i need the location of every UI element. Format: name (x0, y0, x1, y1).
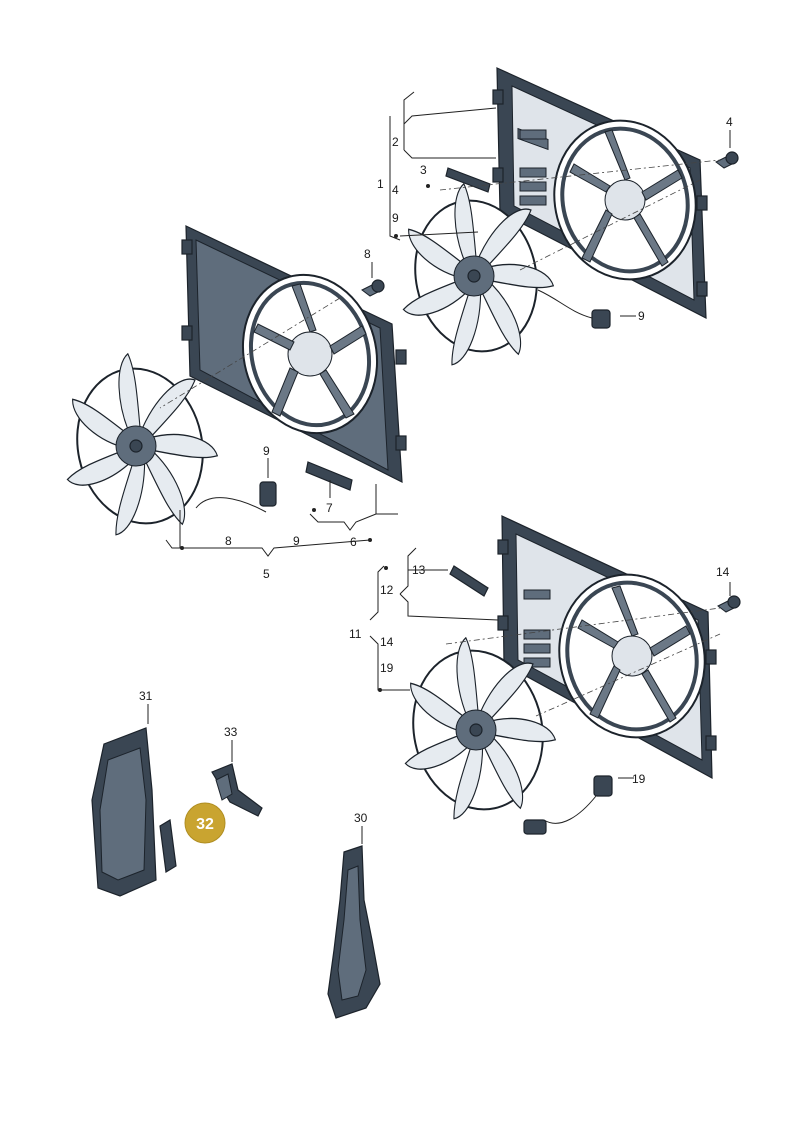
fan-shroud-top[interactable] (492, 67, 713, 320)
callout-8-bolt: 8 (364, 247, 371, 261)
callout-5: 5 (263, 567, 270, 581)
connector-middle[interactable] (259, 481, 277, 507)
callout-9-middle: 9 (263, 444, 270, 458)
fan-assembly-top-right: 1 2 3 4 4 9 9 (377, 67, 739, 367)
seal-strip-7[interactable] (305, 461, 353, 491)
callout-30: 30 (354, 811, 368, 825)
fan-shroud-lower[interactable] (497, 515, 723, 780)
fan-wheel-middle[interactable] (63, 352, 219, 537)
seal-strip-3[interactable] (445, 167, 491, 193)
callout-8-bracket: 8 (225, 534, 232, 548)
callout-33: 33 (224, 725, 238, 739)
highlighted-part-badge[interactable]: 32 (184, 802, 226, 844)
callout-7: 7 (326, 501, 333, 515)
fan-shroud-middle[interactable] (181, 225, 407, 484)
fan-assembly-lower-right: 13 14 12 11 14 19 19 (349, 515, 741, 835)
callout-4: 4 (726, 115, 733, 129)
callout-11: 11 (349, 627, 362, 641)
callout-3: 3 (420, 163, 427, 177)
callout-19-bracket: 19 (380, 661, 394, 675)
fan-wheel-top[interactable] (402, 182, 555, 367)
callout-1: 1 (377, 177, 384, 191)
fan-wheel-lower[interactable] (399, 636, 557, 821)
air-duct-30[interactable] (327, 845, 381, 1019)
callout-12: 12 (380, 583, 394, 597)
callout-4-bracket: 4 (392, 183, 399, 197)
connector-top[interactable] (591, 309, 611, 329)
callout-9-bracket: 9 (392, 211, 399, 225)
callout-9-bracket-mid: 9 (293, 534, 300, 548)
air-duct-31[interactable] (91, 727, 157, 897)
callout-31: 31 (139, 689, 153, 703)
bolt-4[interactable] (715, 151, 739, 169)
seal-strip-13[interactable] (449, 565, 489, 597)
bracket-33[interactable] (211, 763, 263, 817)
callout-14-bracket: 14 (380, 635, 394, 649)
fan-assembly-middle-left: 8 9 7 8 9 6 5 (63, 225, 407, 581)
callout-14-bolt: 14 (716, 565, 730, 579)
connector-lower[interactable] (523, 775, 613, 835)
bolt-14[interactable] (717, 595, 741, 613)
callout-19-connector: 19 (632, 772, 646, 786)
clip-32[interactable] (159, 819, 177, 873)
callout-13: 13 (412, 563, 426, 577)
callout-2: 2 (392, 135, 399, 149)
bolt-8[interactable] (361, 279, 385, 297)
highlighted-part-label: 32 (196, 816, 214, 833)
bracket-group-bottom: 31 33 30 32 (91, 689, 381, 1019)
callout-6: 6 (350, 535, 357, 549)
callout-9-connector: 9 (638, 309, 645, 323)
